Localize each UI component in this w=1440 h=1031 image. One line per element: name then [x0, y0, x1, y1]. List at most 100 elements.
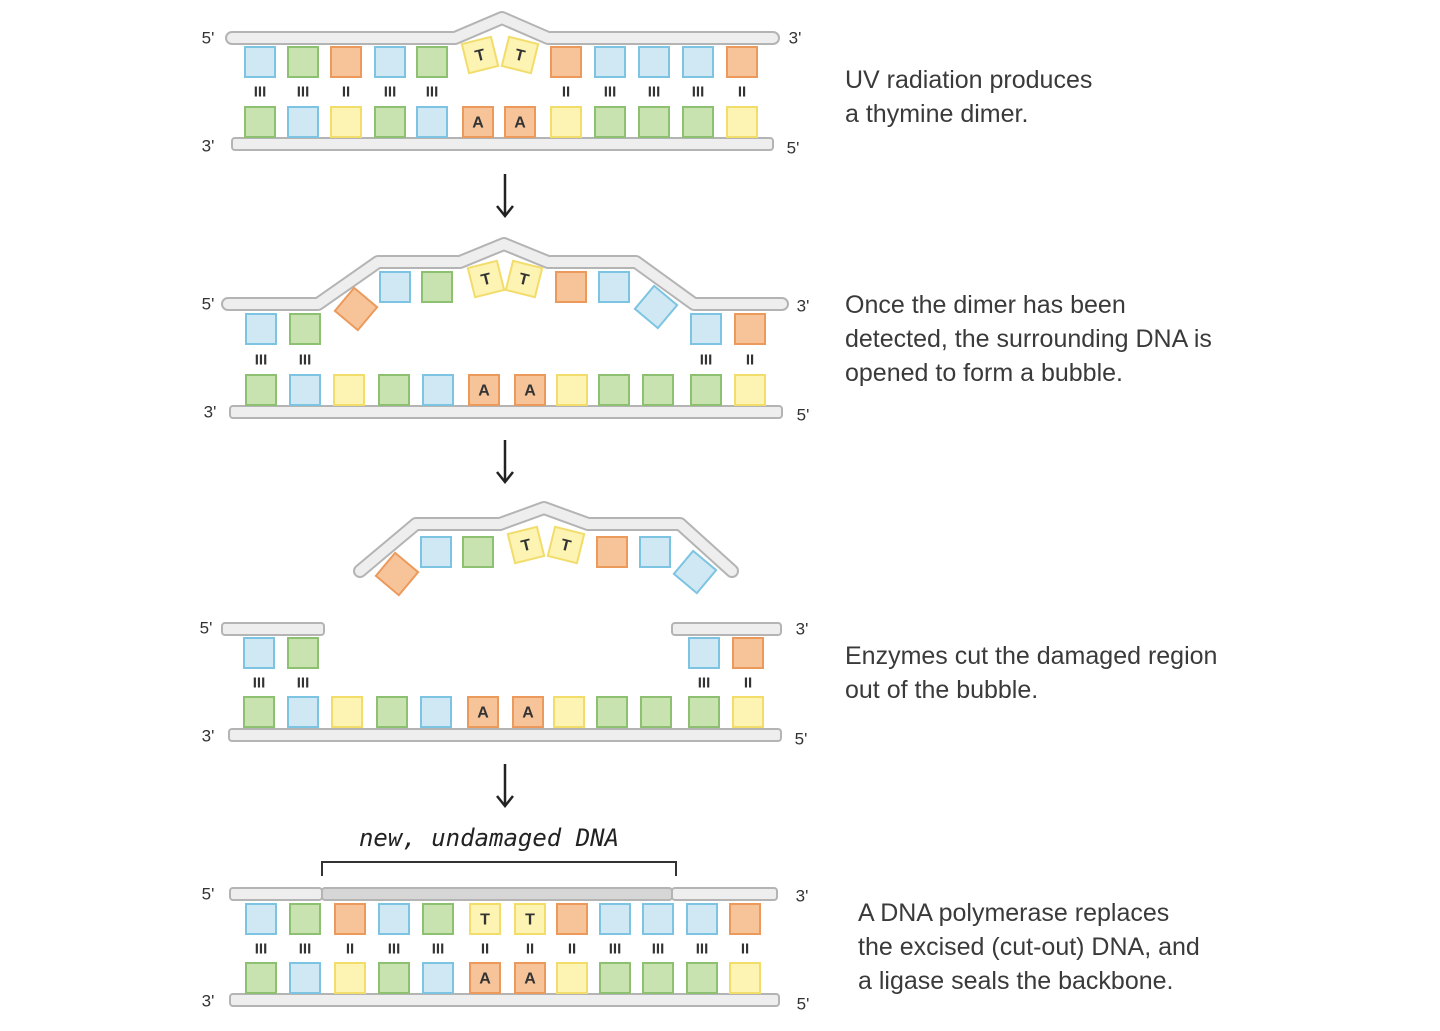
step-3-excised-base	[639, 536, 671, 568]
step-3-excised-base	[420, 536, 452, 568]
step-2-bottom-base	[422, 374, 454, 406]
step-4-bottom-base-letter: A	[477, 705, 489, 722]
step-2-top-base-block	[245, 313, 277, 345]
step-2-top-backbone	[223, 239, 787, 309]
step-2-bottom-base-block	[690, 374, 722, 406]
step-1-bottom-5prime-label: 5'	[787, 139, 800, 158]
step-2-bottom-base	[289, 374, 321, 406]
step-2-top-5prime-label: 5'	[202, 295, 215, 314]
step-5-top-base-block	[245, 903, 277, 935]
step-4-caption-line-3: a ligase seals the backbone.	[858, 967, 1174, 995]
step-2-bottom-base-block	[422, 374, 454, 406]
step-1-top-base-block	[726, 46, 758, 78]
step-5-bottom-base	[642, 962, 674, 994]
step-5-top-base	[599, 903, 631, 935]
step-2-top-base: T	[504, 259, 544, 299]
step-5-top-base: T	[514, 903, 546, 935]
step-5-bottom-base-block	[686, 962, 718, 994]
step-2-bottom-base-block	[642, 374, 674, 406]
step-1-bond-mark: II	[562, 84, 570, 101]
step-3-excised-base: T	[506, 525, 546, 565]
step-4-bottom-base-block	[331, 696, 363, 728]
step-1-top-3prime-label: 3'	[789, 29, 802, 48]
step-5-top-base-block	[642, 903, 674, 935]
step-1-bottom-base	[594, 106, 626, 138]
step-5-top-base-block	[599, 903, 631, 935]
step-1-top-base	[374, 46, 406, 78]
step-5-bottom-base-block	[599, 962, 631, 994]
step-5-bottom-base-block	[289, 962, 321, 994]
step-4-top-base-block	[688, 637, 720, 669]
step-2-top-base	[555, 271, 587, 303]
arrow-down-icon	[496, 440, 514, 485]
step-3-excised-base-block	[639, 536, 671, 568]
step-1-bond-mark: III	[297, 84, 310, 101]
step-5-bottom-base	[556, 962, 588, 994]
step-1-top-base-block	[244, 46, 276, 78]
step-1-top-base	[416, 46, 448, 78]
step-4-bottom-base: A	[467, 696, 499, 728]
step-5-bond-mark: III	[696, 941, 709, 958]
step-4-bottom-base-block	[512, 696, 544, 728]
step-5-bottom-base	[599, 962, 631, 994]
step-1-bottom-base: A	[462, 106, 494, 138]
step-1-bond-mark: III	[384, 84, 397, 101]
step-2-bottom-base-letter: A	[524, 383, 536, 400]
step-4-bottom-3prime-label: 3'	[202, 727, 215, 746]
step-3-excised-backbone-outline	[353, 501, 739, 578]
step-1-top-base	[726, 46, 758, 78]
step-2-top-3prime-label: 3'	[797, 297, 810, 316]
step-1-bottom-base-block	[682, 106, 714, 138]
step-4-bottom-base	[376, 696, 408, 728]
step-1-bottom-base	[638, 106, 670, 138]
step-4-bottom-base-block	[243, 696, 275, 728]
step-2-bond-mark: III	[255, 352, 268, 369]
step-2-bottom-base	[642, 374, 674, 406]
step-5-bottom-base	[289, 962, 321, 994]
step-1-top-base-block	[374, 46, 406, 78]
step-5-top-base	[245, 903, 277, 935]
step-3-caption-line-2: out of the bubble.	[845, 676, 1039, 704]
step-5-top-backbone-left	[229, 887, 323, 901]
step-5-bottom-base: A	[514, 962, 546, 994]
step-5-bond-mark: II	[741, 941, 749, 958]
step-1-caption-line-1: UV radiation produces	[845, 66, 1093, 94]
step-4-top-base	[243, 637, 275, 669]
step-5-bond-mark: III	[299, 941, 312, 958]
arrow-down-icon-head	[496, 205, 514, 219]
step-2-bottom-base-block	[378, 374, 410, 406]
step-1-caption: UV radiation produces a thymine dimer.	[845, 63, 1092, 131]
step-4-bond-mark: III	[698, 675, 711, 692]
step-5-top-base-block	[514, 903, 546, 935]
step-1-top-base-block	[416, 46, 448, 78]
step-5-top-3prime-label: 3'	[796, 887, 809, 906]
step-5-top-base-block	[729, 903, 761, 935]
step-5-top-base	[729, 903, 761, 935]
step-1-top-base	[330, 46, 362, 78]
step-5-top-base-block	[422, 903, 454, 935]
step-1-bottom-base-block	[462, 106, 494, 138]
step-2-top-base	[333, 286, 379, 332]
step-1-top-base	[550, 46, 582, 78]
step-1-top-base: T	[460, 35, 500, 75]
step-1-caption-line-2: a thymine dimer.	[845, 100, 1029, 128]
step-4-top-base-block	[287, 637, 319, 669]
step-5-bond-mark: II	[481, 941, 489, 958]
step-4-bottom-base	[331, 696, 363, 728]
step-2-bottom-base-letter: A	[478, 383, 490, 400]
step-1-bottom-base-block	[244, 106, 276, 138]
step-5-bottom-base-block	[422, 962, 454, 994]
step-2-top-base-block	[734, 313, 766, 345]
step-2-bottom-base	[556, 374, 588, 406]
step-5-top-base	[378, 903, 410, 935]
step-2-bottom-base-block	[333, 374, 365, 406]
step-2-bottom-base: A	[468, 374, 500, 406]
step-1-top-base-block	[682, 46, 714, 78]
step-5-bottom-base	[422, 962, 454, 994]
step-2-top-base-block	[598, 271, 630, 303]
step-1-bond-mark: II	[738, 84, 746, 101]
arrow-down-icon	[496, 764, 514, 809]
step-2-top-base	[690, 313, 722, 345]
step-4-top-5prime-label: 5'	[200, 619, 213, 638]
step-1-bottom-base-block	[638, 106, 670, 138]
